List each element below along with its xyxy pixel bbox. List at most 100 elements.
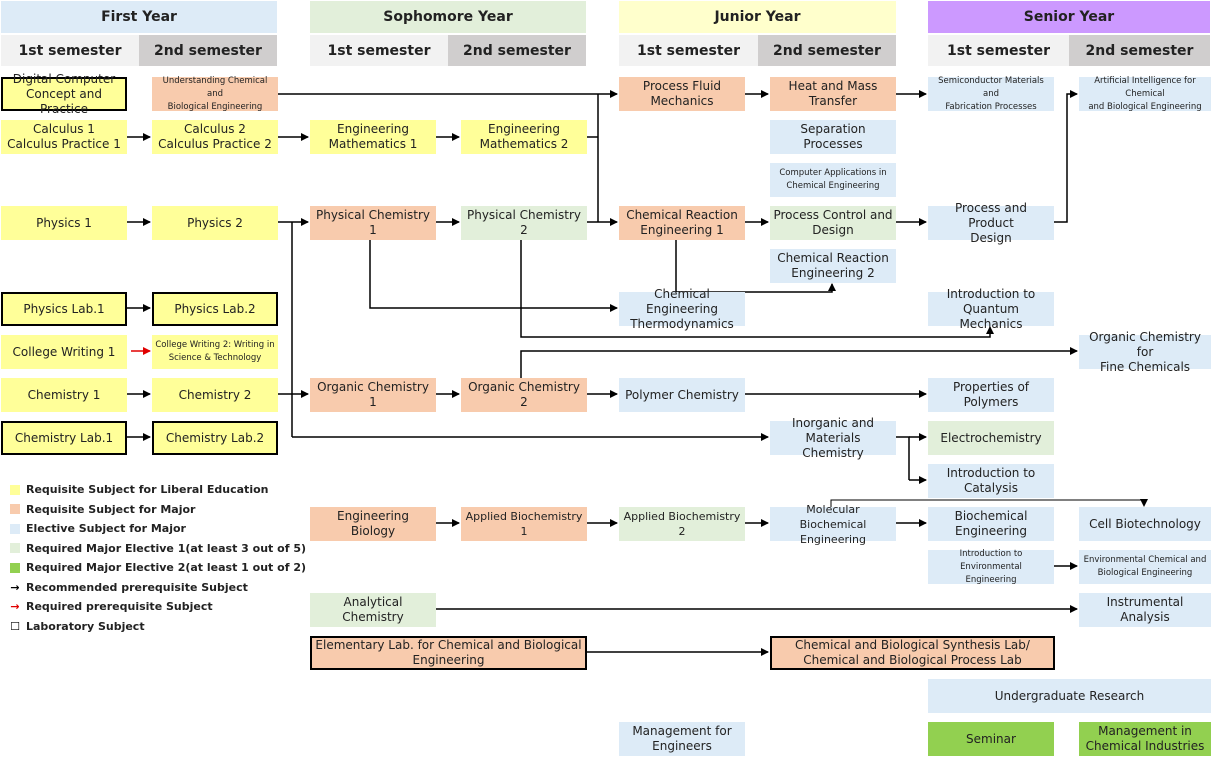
course-inorg: Inorganic and Materials Chemistry [770, 416, 896, 460]
legend-label: Requisite Subject for Liberal Education [26, 483, 269, 497]
course-ab1: Applied Biochemistry 1 [461, 507, 587, 541]
course-electro: Electrochemistry [928, 421, 1054, 455]
legend-label: Recommended prerequisite Subject [26, 580, 248, 594]
course-pc1: Physical Chemistry 1 [310, 206, 436, 240]
course-compapp: Computer Applications in Chemical Engine… [770, 163, 896, 197]
year-header: Senior Year [928, 1, 1210, 33]
legend-swatch [10, 543, 20, 554]
course-cre1: Chemical Reaction Engineering 1 [619, 206, 745, 240]
course-chem1: Chemistry 1 [1, 378, 127, 412]
legend-swatch [10, 562, 20, 573]
course-ai: Artificial Intelligence for Chemical and… [1079, 76, 1211, 112]
course-chem2: Chemistry 2 [152, 378, 278, 412]
legend-item: → Required prerequisite Subject [10, 597, 306, 617]
course-physlab2: Physics Lab.2 [152, 292, 278, 326]
year-header: Sophomore Year [310, 1, 586, 33]
arrow-ppd-ai [1054, 90, 1078, 223]
legend-swatch [10, 523, 20, 534]
legend-swatch [10, 484, 20, 495]
legend-label: Laboratory Subject [26, 619, 145, 633]
course-em2: Engineering Mathematics 2 [461, 120, 587, 154]
course-calc1: Calculus 1 Calculus Practice 1 [1, 120, 127, 154]
course-polymer: Polymer Chemistry [619, 378, 745, 412]
legend-swatch [10, 504, 20, 515]
course-oc1: Organic Chemistry 1 [310, 378, 436, 412]
arrow-cre1-cre2 [675, 240, 836, 293]
course-catalysis: Introduction to Catalysis [928, 464, 1054, 498]
course-ab2: Applied Biochemistry 2 [619, 507, 745, 541]
course-hmt: Heat and Mass Transfer [770, 77, 896, 111]
legend-item: Requisite Subject for Liberal Education [10, 480, 306, 500]
course-thermo: Chemical Engineering Thermodynamics [619, 287, 745, 331]
course-phys1: Physics 1 [1, 206, 127, 240]
course-quantum: Introduction to Quantum Mechanics [928, 287, 1054, 331]
legend-item: Requisite Subject for Major [10, 500, 306, 520]
year-header: First Year [1, 1, 277, 33]
course-cellbio: Cell Biotechnology [1079, 507, 1211, 541]
course-sep: Separation Processes [770, 120, 896, 154]
course-pfm: Process Fluid Mechanics [619, 77, 745, 111]
connector-phys2-chem2 [277, 221, 293, 437]
course-seminar: Seminar [928, 722, 1054, 756]
year-header: Junior Year [619, 1, 896, 33]
course-synthlab: Chemical and Biological Synthesis Lab/ C… [770, 636, 1055, 670]
legend-label: Required Major Elective 2(at least 1 out… [26, 561, 306, 575]
course-mgmtchem: Management in Chemical Industries [1079, 722, 1211, 756]
course-introenv: Introduction to Environmental Engineerin… [928, 549, 1054, 585]
semester-header: 1st semester [619, 35, 758, 66]
course-research: Undergraduate Research [928, 679, 1211, 713]
course-phys2: Physics 2 [152, 206, 278, 240]
connector-inorg [896, 436, 910, 480]
arrow-oc2-finechem [520, 347, 1078, 378]
course-chemlab1: Chemistry Lab.1 [1, 421, 127, 455]
course-em1: Engineering Mathematics 1 [310, 120, 436, 154]
legend-label: Requisite Subject for Major [26, 502, 196, 516]
legend-label: Required prerequisite Subject [26, 600, 213, 614]
course-semi: Semiconductor Materials and Fabrication … [928, 76, 1054, 112]
legend-item: Required Major Elective 2(at least 1 out… [10, 558, 306, 578]
course-be: Biochemical Engineering [928, 507, 1054, 541]
arrow-pc2-quantum [520, 240, 994, 338]
course-pcd: Process Control and Design [770, 206, 896, 240]
semester-header: 1st semester [928, 35, 1069, 66]
arrow-right-icon: → [10, 600, 20, 614]
legend-label: Required Major Elective 1(at least 3 out… [26, 541, 306, 555]
course-digital: Digital Computer Concept and Practice [1, 72, 127, 116]
legend-item: Elective Subject for Major [10, 519, 306, 539]
course-cw1: College Writing 1 [1, 335, 127, 369]
course-env: Environmental Chemical and Biological En… [1079, 550, 1211, 584]
semester-header: 2nd semester [448, 35, 586, 66]
legend-item: → Recommended prerequisite Subject [10, 578, 306, 598]
semester-header: 2nd semester [1069, 35, 1210, 66]
course-oc2: Organic Chemistry 2 [461, 378, 587, 412]
course-mgmteng: Management for Engineers [619, 722, 745, 756]
legend-item: Required Major Elective 1(at least 3 out… [10, 539, 306, 559]
course-propoly: Properties of Polymers [928, 378, 1054, 412]
connector-em2 [586, 94, 599, 223]
course-cre2: Chemical Reaction Engineering 2 [770, 249, 896, 283]
course-mbe: Molecular Biochemical Engineering [770, 503, 896, 546]
course-analytical: Analytical Chemistry [310, 593, 436, 627]
semester-header: 2nd semester [758, 35, 896, 66]
course-pc2: Physical Chemistry 2 [461, 206, 587, 240]
semester-header: 2nd semester [139, 35, 277, 66]
course-elemlab: Elementary Lab. for Chemical and Biologi… [310, 636, 587, 670]
legend-label: Elective Subject for Major [26, 522, 186, 536]
course-engbio: Engineering Biology [310, 507, 436, 541]
course-ppd: Process and Product Design [928, 201, 1054, 245]
course-finechem: Organic Chemistry for Fine Chemicals [1079, 330, 1211, 374]
course-cw2: College Writing 2: Writing in Science & … [152, 335, 278, 369]
arrow-right-icon: → [10, 580, 20, 594]
course-instrumental: Instrumental Analysis [1079, 593, 1211, 627]
legend-item: ☐ Laboratory Subject [10, 617, 306, 637]
course-chemlab2: Chemistry Lab.2 [152, 421, 278, 455]
arrow-pc1-thermo [369, 240, 618, 312]
course-understanding: Understanding Chemical and Biological En… [152, 76, 278, 112]
semester-header: 1st semester [1, 35, 139, 66]
semester-header: 1st semester [310, 35, 448, 66]
course-calc2: Calculus 2 Calculus Practice 2 [152, 120, 278, 154]
arrow-mbe-cellbio [830, 499, 1148, 507]
checkbox-square-icon: ☐ [10, 619, 20, 633]
